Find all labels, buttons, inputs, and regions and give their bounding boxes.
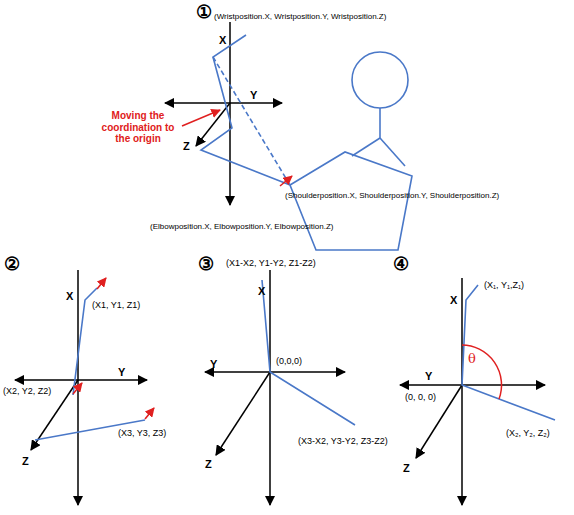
axis-label: Y bbox=[425, 370, 432, 383]
axes-3 bbox=[205, 270, 345, 505]
arm-2 bbox=[35, 288, 145, 440]
arm-4 bbox=[462, 285, 555, 420]
panel-number: ③ bbox=[198, 254, 214, 275]
arm-3 bbox=[262, 280, 355, 425]
coordinate-label: (X1-X2, Y1-Y2, Z1-Z2) bbox=[226, 258, 316, 268]
move-arrows bbox=[182, 110, 292, 186]
arm bbox=[201, 35, 290, 185]
move-arrows-2 bbox=[73, 278, 154, 419]
axis-label: Z bbox=[22, 455, 29, 468]
axis-label: Z bbox=[205, 458, 212, 471]
panel-number: ④ bbox=[393, 254, 409, 275]
panel-number: ② bbox=[4, 254, 20, 275]
axis-label: Z bbox=[183, 140, 190, 153]
note: Moving the coordination to the origin bbox=[94, 110, 182, 145]
coordinate-label: (X2, Y2, Z2) bbox=[3, 386, 51, 396]
axis-label: Z bbox=[403, 462, 410, 475]
axis-label: X bbox=[66, 290, 73, 303]
coordinate-label: (X3, Y3, Z3) bbox=[118, 428, 166, 438]
axis-label: Y bbox=[210, 358, 217, 371]
panel-number: ① bbox=[196, 2, 212, 23]
coordinate-label: (X1, Y1, Z1) bbox=[92, 300, 140, 310]
axis-label: X bbox=[450, 294, 457, 307]
coordinate-label: (Shoulderposition.X, Shoulderposition.Y,… bbox=[285, 191, 499, 200]
axis-label: X bbox=[219, 34, 226, 47]
coordinate-label: (0, 0, 0) bbox=[405, 392, 436, 402]
coordinate-label: (X₂, Y₂, Z₂) bbox=[506, 428, 550, 438]
coordinate-label: (Elbowposition.X, Elbowposition.Y, Elbow… bbox=[150, 222, 334, 231]
angle-label: θ bbox=[468, 352, 476, 367]
axis-label: Y bbox=[118, 366, 125, 379]
coordinate-label: (X₁, Y₁,Z₁) bbox=[484, 280, 524, 290]
coordinate-label: (Wristposition.X, Wristposition.Y, Wrist… bbox=[214, 12, 386, 21]
person bbox=[290, 52, 412, 250]
axis-label: X bbox=[258, 285, 265, 298]
axes-4 bbox=[400, 278, 545, 505]
angle-arc bbox=[462, 345, 502, 399]
coordinate-label: (0,0,0) bbox=[276, 356, 302, 366]
axis-label: Y bbox=[250, 89, 257, 102]
coordinate-label: (X3-X2, Y3-Y2, Z3-Z2) bbox=[298, 436, 388, 446]
